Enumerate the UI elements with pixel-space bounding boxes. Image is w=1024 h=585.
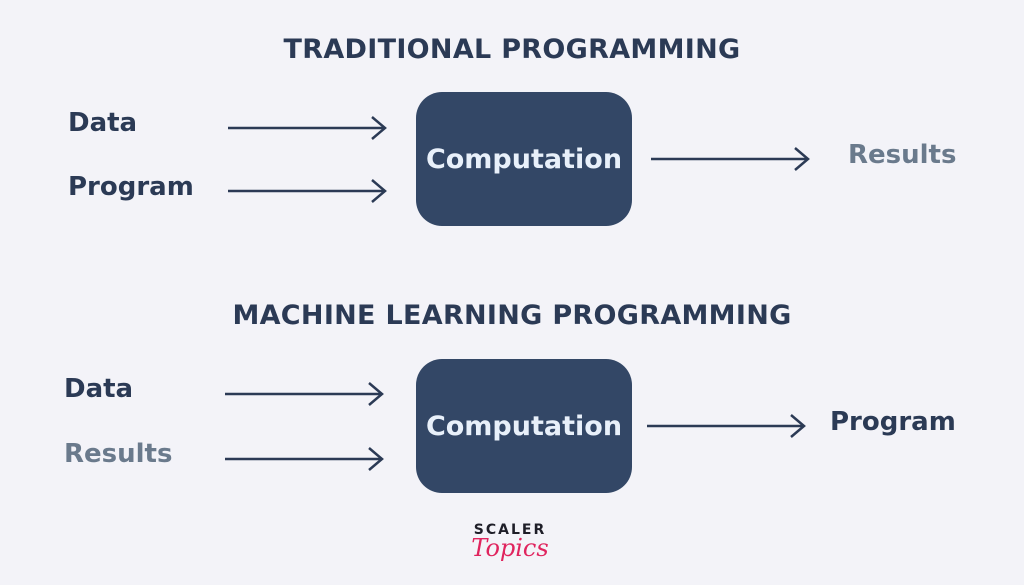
arrow-right-icon <box>228 179 387 203</box>
computation-box-ml: Computation <box>416 359 632 493</box>
trad-output-results: Results <box>848 140 957 170</box>
ml-output-program: Program <box>830 407 956 437</box>
logo-line1: SCALER <box>473 522 547 538</box>
arrow-right-icon <box>228 116 387 140</box>
traditional-title: TRADITIONAL PROGRAMMING <box>283 34 741 65</box>
arrow-right-icon <box>225 382 384 406</box>
scaler-topics-logo: SCALER Topics <box>440 522 580 562</box>
ml-input-results: Results <box>64 439 173 469</box>
trad-input-program: Program <box>68 172 194 202</box>
arrow-right-icon <box>225 447 384 471</box>
ml-title: MACHINE LEARNING PROGRAMMING <box>232 300 792 331</box>
ml-input-data: Data <box>64 374 134 404</box>
trad-input-data: Data <box>68 108 138 138</box>
computation-box-traditional: Computation <box>416 92 632 226</box>
arrow-right-icon <box>647 414 806 438</box>
arrow-right-icon <box>651 147 810 171</box>
logo-line2: Topics <box>471 534 549 562</box>
